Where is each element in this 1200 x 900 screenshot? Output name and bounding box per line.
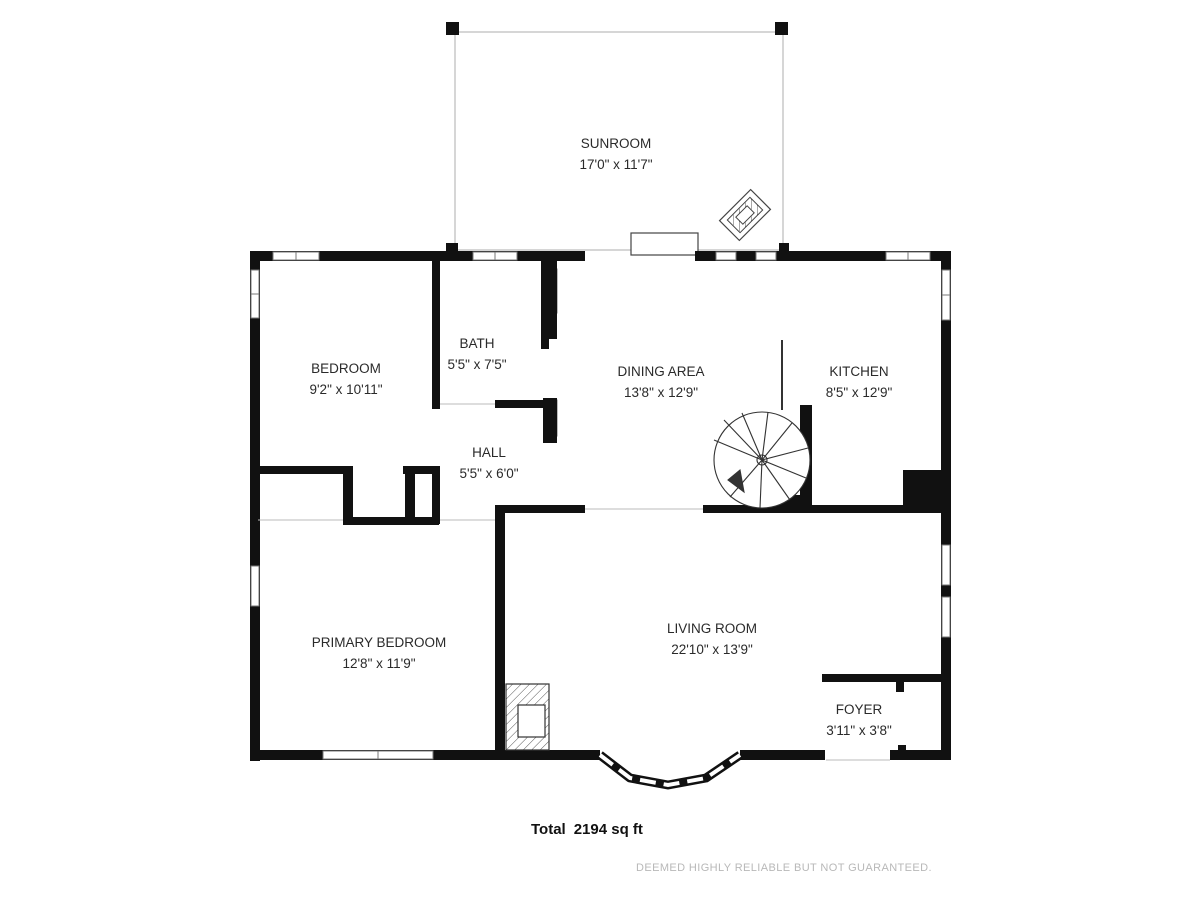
disclaimer: DEEMED HIGHLY RELIABLE BUT NOT GUARANTEE… (636, 862, 932, 874)
room-hall: HALL 5'5" x 6'0" (459, 442, 518, 484)
room-primary-bedroom-size: 12'8" x 11'9" (342, 656, 416, 671)
room-sunroom-size: 17'0" x 11'7" (579, 157, 653, 172)
total-area: Total 2194 sq ft (531, 821, 643, 838)
sunroom-posts (446, 22, 789, 253)
room-sunroom-name: SUNROOM (580, 136, 652, 151)
room-primary-bedroom: PRIMARY BEDROOM 12'8" x 11'9" (312, 632, 447, 674)
sunroom-walls (454, 31, 784, 251)
room-bedroom-size: 9'2" x 10'11" (309, 382, 383, 397)
room-hall-name: HALL (472, 445, 506, 460)
fireplace (505, 683, 550, 751)
room-dining-name: DINING AREA (617, 364, 705, 379)
room-foyer: FOYER 3'11" x 3'8" (826, 699, 892, 741)
room-living-name: LIVING ROOM (666, 621, 758, 636)
spiral-stair (713, 340, 811, 509)
room-foyer-size: 3'11" x 3'8" (826, 723, 892, 738)
bay-window (597, 751, 743, 790)
room-living-size: 22'10" x 13'9" (671, 642, 753, 657)
door-openings (258, 403, 890, 761)
room-hall-size: 5'5" x 6'0" (459, 466, 519, 481)
room-foyer-name: FOYER (835, 702, 883, 717)
room-primary-bedroom-name: PRIMARY BEDROOM (311, 635, 447, 650)
room-kitchen: KITCHEN 8'5" x 12'9" (826, 361, 893, 403)
room-living: LIVING ROOM 22'10" x 13'9" (667, 618, 757, 660)
room-bath: BATH 5'5" x 7'5" (447, 333, 506, 375)
sunroom-step (630, 232, 699, 256)
total-label: Total (531, 821, 566, 838)
total-value: 2194 sq ft (573, 821, 643, 838)
sunroom-stove-icon (718, 188, 772, 242)
room-dining-size: 13'8" x 12'9" (623, 385, 699, 400)
room-bedroom: BEDROOM 9'2" x 10'11" (309, 358, 382, 400)
room-sunroom: SUNROOM 17'0" x 11'7" (579, 133, 652, 175)
room-bedroom-name: BEDROOM (311, 361, 381, 376)
window-dividers (251, 252, 950, 759)
room-bath-name: BATH (459, 336, 495, 351)
room-kitchen-size: 8'5" x 12'9" (825, 385, 893, 400)
interior-walls (258, 259, 951, 760)
room-dining: DINING AREA 13'8" x 12'9" (617, 361, 704, 403)
room-bath-size: 5'5" x 7'5" (447, 357, 507, 372)
room-kitchen-name: KITCHEN (829, 364, 889, 379)
